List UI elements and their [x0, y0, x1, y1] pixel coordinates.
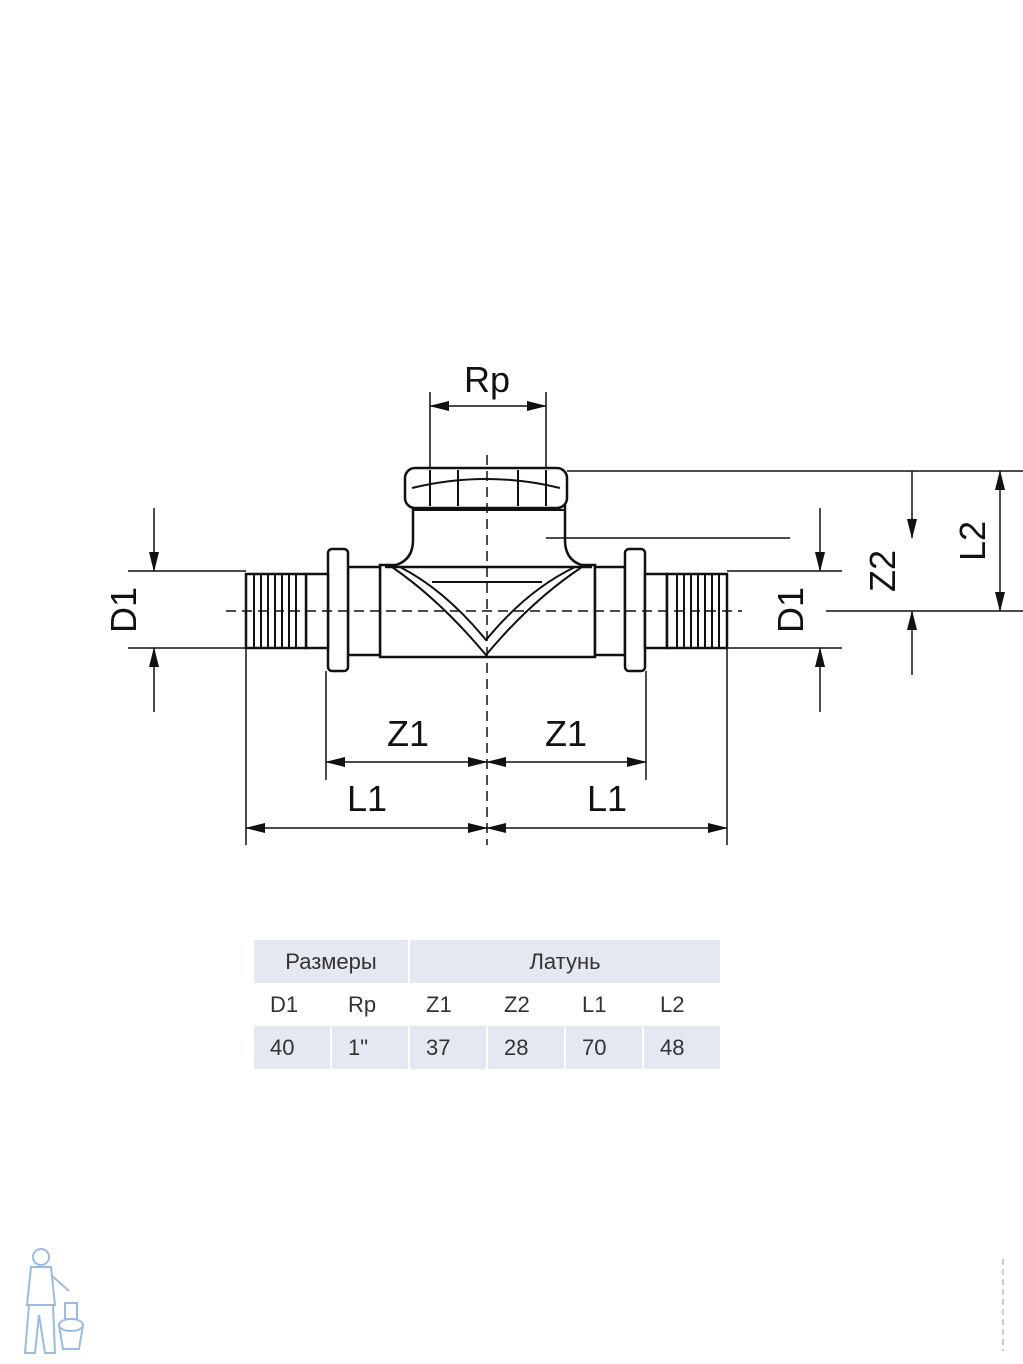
dimension-arrows: [149, 401, 1005, 833]
group-header-dimensions: Размеры: [254, 940, 410, 983]
col-header-l2: L2: [643, 983, 722, 1026]
table-group-header-row: Размеры Латунь: [254, 940, 722, 983]
label-d1-left: D1: [103, 587, 144, 633]
plumber-logo-icon: [23, 1248, 84, 1354]
table-row: 40 1" 37 28 70 48: [254, 1026, 722, 1069]
label-z1-right: Z1: [545, 713, 587, 754]
center-lines: [226, 455, 742, 845]
value-z1: 37: [409, 1026, 488, 1069]
col-header-d1: D1: [254, 983, 332, 1026]
value-z2: 28: [487, 1026, 566, 1069]
col-header-l1: L1: [565, 983, 644, 1026]
value-rp: 1": [331, 1026, 410, 1069]
dimensions-table: Размеры Латунь D1 Rp Z1 Z2 L1 L2 40 1" 3…: [254, 940, 722, 1069]
table-column-header-row: D1 Rp Z1 Z2 L1 L2: [254, 983, 722, 1026]
label-l1-right: L1: [587, 778, 627, 819]
group-header-brass: Латунь: [409, 940, 722, 983]
branch-neck: [384, 501, 593, 569]
value-d1: 40: [254, 1026, 332, 1069]
value-l1: 70: [565, 1026, 644, 1069]
branch-nut: [403, 466, 569, 510]
left-flange: [326, 547, 350, 673]
label-z2: Z2: [862, 550, 903, 592]
tee-fitting-drawing: Rp D1 D1 Z2 L2 Z1 Z1 L1 L1: [103, 359, 1023, 845]
label-l1-left: L1: [347, 778, 387, 819]
value-l2: 48: [643, 1026, 722, 1069]
col-header-z1: Z1: [409, 983, 488, 1026]
label-d1-right: D1: [770, 587, 811, 633]
label-l2: L2: [952, 521, 993, 561]
right-flange: [623, 547, 647, 673]
label-z1-left: Z1: [387, 713, 429, 754]
label-rp: Rp: [464, 359, 510, 400]
col-header-z2: Z2: [487, 983, 566, 1026]
col-header-rp: Rp: [331, 983, 410, 1026]
side-watermark-icon: [1002, 1259, 1004, 1351]
